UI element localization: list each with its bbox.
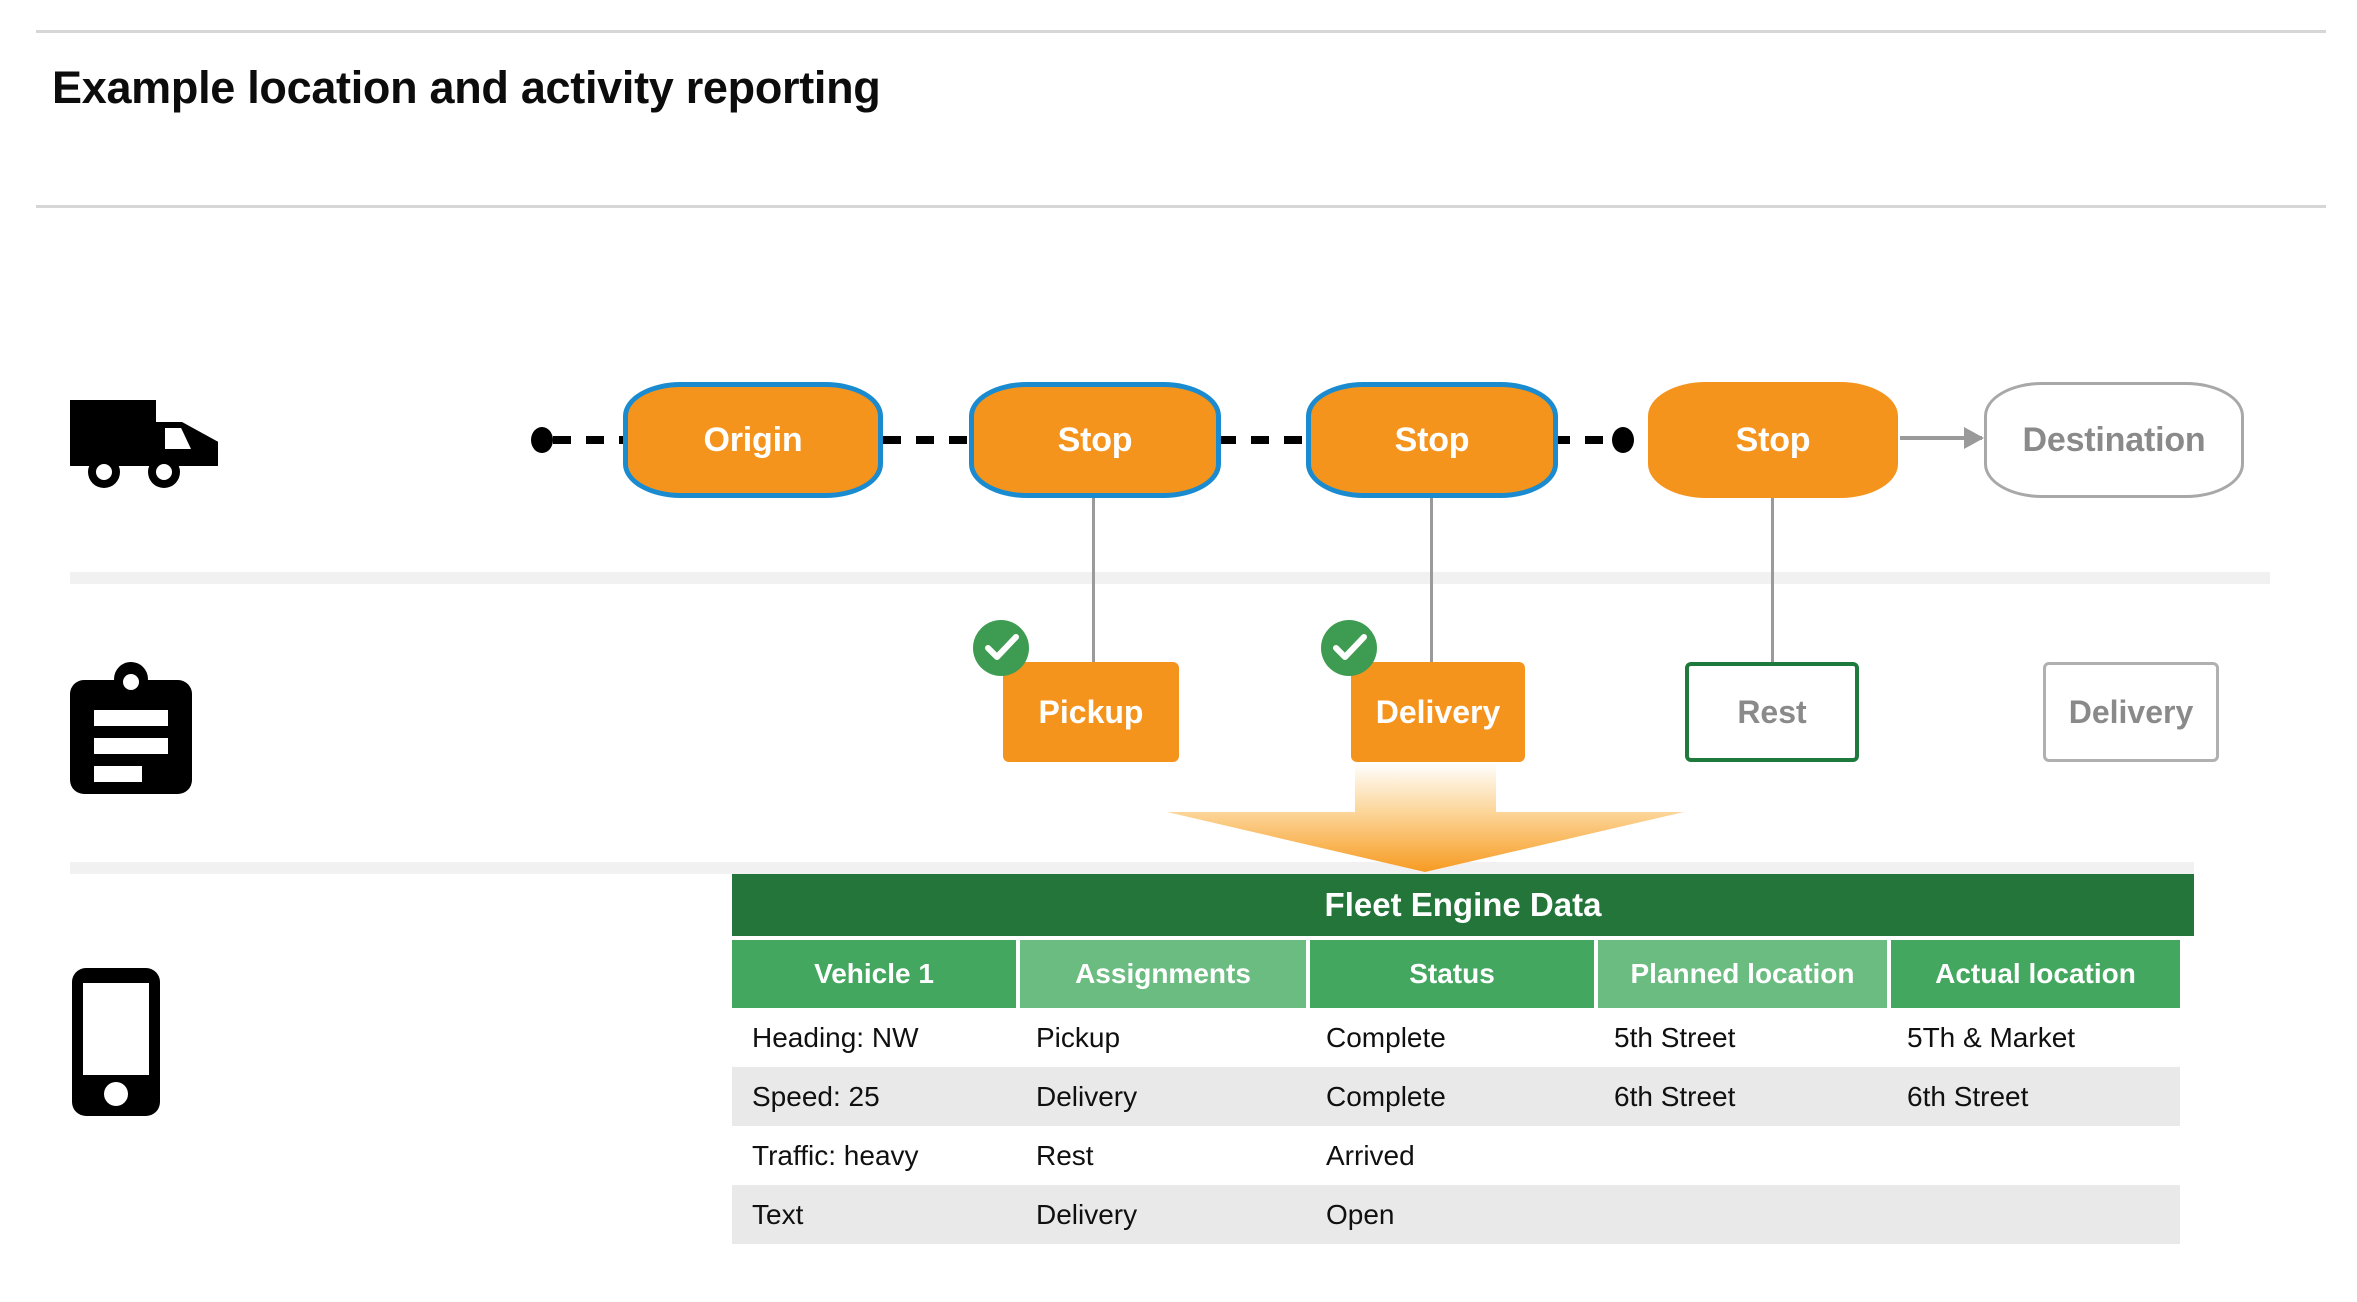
header-divider-top [36, 30, 2326, 33]
activity-card-delivery[interactable]: Delivery [1351, 662, 1525, 762]
table-header-vehicle: Vehicle 1 [732, 940, 1016, 1008]
table-cell: Text [732, 1185, 1016, 1244]
table-cell: Pickup [1016, 1008, 1306, 1067]
route-dash-4 [1552, 436, 1622, 444]
table-cell: Delivery [1016, 1067, 1306, 1126]
header-divider-bottom [36, 205, 2326, 208]
fleet-engine-table: Fleet Engine Data Vehicle 1 Assignments … [732, 874, 2194, 1244]
table-cell: 6th Street [1594, 1067, 1887, 1126]
activity-card-rest[interactable]: Rest [1685, 662, 1859, 762]
table-cell [1594, 1185, 1887, 1244]
route-stop-origin[interactable]: Origin [623, 382, 883, 498]
activity-card-delivery-pending[interactable]: Delivery [2043, 662, 2219, 762]
table-header-status: Status [1310, 940, 1594, 1008]
route-dash-2 [883, 436, 983, 444]
table-cell: Open [1306, 1185, 1594, 1244]
table-cell [1887, 1126, 2180, 1185]
route-stop-destination[interactable]: Destination [1984, 382, 2244, 498]
clipboard-icon [70, 662, 192, 794]
table-cell [1887, 1185, 2180, 1244]
page-title: Example location and activity reporting [52, 62, 881, 113]
table-cell: Traffic: heavy [732, 1126, 1016, 1185]
section-divider-activity-right [738, 862, 2194, 874]
activity-card-pickup[interactable]: Pickup [1003, 662, 1179, 762]
table-cell: Arrived [1306, 1126, 1594, 1185]
truck-icon [70, 400, 222, 488]
route-dash-3 [1218, 436, 1318, 444]
route-arrow-destination [1900, 427, 1984, 449]
section-divider-route [70, 572, 2270, 584]
arrow-down-icon [1167, 762, 1684, 872]
table-header-assignments: Assignments [1020, 940, 1306, 1008]
table-cell [1594, 1126, 1887, 1185]
section-divider-activity-left [70, 862, 738, 874]
route-stop-1[interactable]: Stop [969, 382, 1221, 498]
phone-icon [72, 968, 160, 1116]
table-cell: Delivery [1016, 1185, 1306, 1244]
table-row: Traffic: heavy Rest Arrived [732, 1126, 2194, 1185]
table-cell: Complete [1306, 1008, 1594, 1067]
table-row: Heading: NW Pickup Complete 5th Street 5… [732, 1008, 2194, 1067]
route-mid-dot [1612, 427, 1634, 453]
route-stop-2[interactable]: Stop [1306, 382, 1558, 498]
table-row: Text Delivery Open [732, 1185, 2194, 1244]
route-dash-1 [553, 436, 623, 444]
table-cell: Complete [1306, 1067, 1594, 1126]
connector-line-delivery [1430, 498, 1433, 666]
table-cell: Heading: NW [732, 1008, 1016, 1067]
check-circle-icon [1321, 620, 1377, 676]
route-start-dot [531, 427, 553, 453]
table-cell: Rest [1016, 1126, 1306, 1185]
connector-line-pickup [1092, 498, 1095, 666]
connector-line-rest [1771, 498, 1774, 662]
table-header-row: Vehicle 1 Assignments Status Planned loc… [732, 940, 2194, 1008]
table-title: Fleet Engine Data [732, 874, 2194, 936]
table-header-planned-location: Planned location [1598, 940, 1887, 1008]
route-stop-3[interactable]: Stop [1648, 382, 1898, 498]
table-cell: 5Th & Market [1887, 1008, 2180, 1067]
table-header-actual-location: Actual location [1891, 940, 2180, 1008]
table-cell: 6th Street [1887, 1067, 2180, 1126]
check-circle-icon [973, 620, 1029, 676]
table-cell: Speed: 25 [732, 1067, 1016, 1126]
table-cell: 5th Street [1594, 1008, 1887, 1067]
table-row: Speed: 25 Delivery Complete 6th Street 6… [732, 1067, 2194, 1126]
